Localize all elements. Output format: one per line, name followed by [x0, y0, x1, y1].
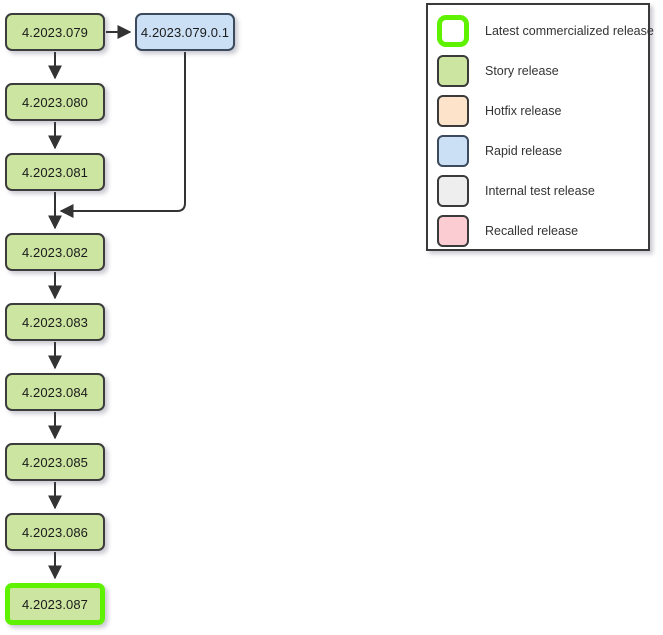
- release-node-label: 4.2023.083: [21, 314, 89, 330]
- legend-swatch-rapid: [437, 135, 469, 167]
- release-node-label: 4.2023.084: [21, 384, 89, 400]
- legend-item-latest-commercialized: Latest commercialized release: [428, 11, 654, 51]
- release-node-label: 4.2023.079.0.1: [140, 24, 230, 40]
- release-node-081[interactable]: 4.2023.081: [5, 153, 105, 191]
- legend-label: Hotfix release: [485, 104, 562, 118]
- release-node-082[interactable]: 4.2023.082: [5, 233, 105, 271]
- legend-label: Latest commercialized release: [485, 24, 654, 38]
- edge-079-0-1-to-082-merge: [59, 52, 186, 218]
- release-node-label: 4.2023.085: [21, 454, 89, 470]
- release-node-083[interactable]: 4.2023.083: [5, 303, 105, 341]
- legend-label: Recalled release: [485, 224, 579, 238]
- release-node-079[interactable]: 4.2023.079: [5, 13, 105, 51]
- release-node-079-0-1[interactable]: 4.2023.079.0.1: [135, 13, 235, 51]
- legend-item-hotfix: Hotfix release: [428, 91, 648, 131]
- legend-item-rapid: Rapid release: [428, 131, 648, 171]
- legend-panel: Latest commercialized release Story rele…: [426, 3, 654, 251]
- legend-swatch-recalled: [437, 215, 469, 247]
- legend-label: Rapid release: [485, 144, 563, 158]
- legend-item-recalled: Recalled release: [428, 211, 648, 251]
- legend-swatch-latest-commercialized: [437, 15, 469, 47]
- release-node-label: 4.2023.080: [21, 94, 89, 110]
- release-node-label: 4.2023.079: [21, 24, 89, 40]
- release-node-086[interactable]: 4.2023.086: [5, 513, 105, 551]
- release-node-080[interactable]: 4.2023.080: [5, 83, 105, 121]
- legend-label: Story release: [485, 64, 559, 78]
- release-node-label: 4.2023.081: [21, 164, 89, 180]
- release-node-085[interactable]: 4.2023.085: [5, 443, 105, 481]
- legend-swatch-hotfix: [437, 95, 469, 127]
- legend-label: Internal test release: [485, 184, 595, 198]
- release-node-label: 4.2023.087: [21, 596, 89, 612]
- legend-item-story: Story release: [428, 51, 648, 91]
- release-node-label: 4.2023.082: [21, 244, 89, 260]
- release-node-label: 4.2023.086: [21, 524, 89, 540]
- legend-item-internal-test: Internal test release: [428, 171, 648, 211]
- legend-swatch-story: [437, 55, 469, 87]
- legend-swatch-internal-test: [437, 175, 469, 207]
- release-node-084[interactable]: 4.2023.084: [5, 373, 105, 411]
- release-node-087-latest[interactable]: 4.2023.087: [5, 583, 105, 625]
